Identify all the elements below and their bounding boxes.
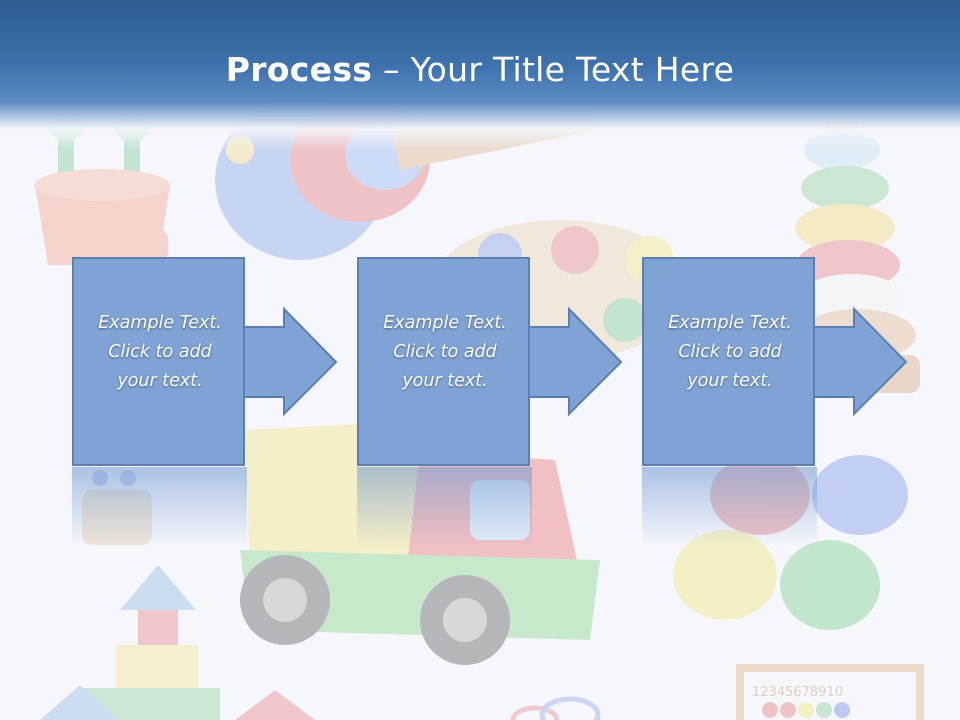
step-3-text[interactable]: Example Text. Click to add your text. — [668, 313, 792, 391]
step-1-text[interactable]: Example Text. Click to add your text. — [98, 313, 222, 391]
title-rest: – Your Title Text Here — [372, 50, 735, 89]
step-3-shape — [642, 257, 908, 466]
step-2-reflection — [357, 467, 532, 547]
ring-toys — [510, 696, 601, 720]
process-step-2[interactable]: Example Text. Click to add your text. — [357, 257, 702, 467]
abacus-toy — [736, 664, 924, 720]
building-blocks — [40, 565, 315, 720]
step-1-shape — [72, 257, 338, 466]
process-step-1[interactable]: Example Text. Click to add your text. — [72, 257, 417, 467]
step-3-reflection — [642, 467, 817, 547]
title-bold: Process — [225, 50, 373, 89]
step-2-text[interactable]: Example Text. Click to add your text. — [383, 313, 507, 391]
step-1-reflection — [72, 467, 247, 547]
process-step-3[interactable]: Example Text. Click to add your text. — [642, 257, 960, 467]
title-bar — [0, 0, 960, 150]
slide-title[interactable]: Process – Your Title Text Here — [0, 50, 960, 89]
step-2-shape — [357, 257, 623, 466]
abacus-numbers: 12345678910 — [752, 685, 843, 700]
